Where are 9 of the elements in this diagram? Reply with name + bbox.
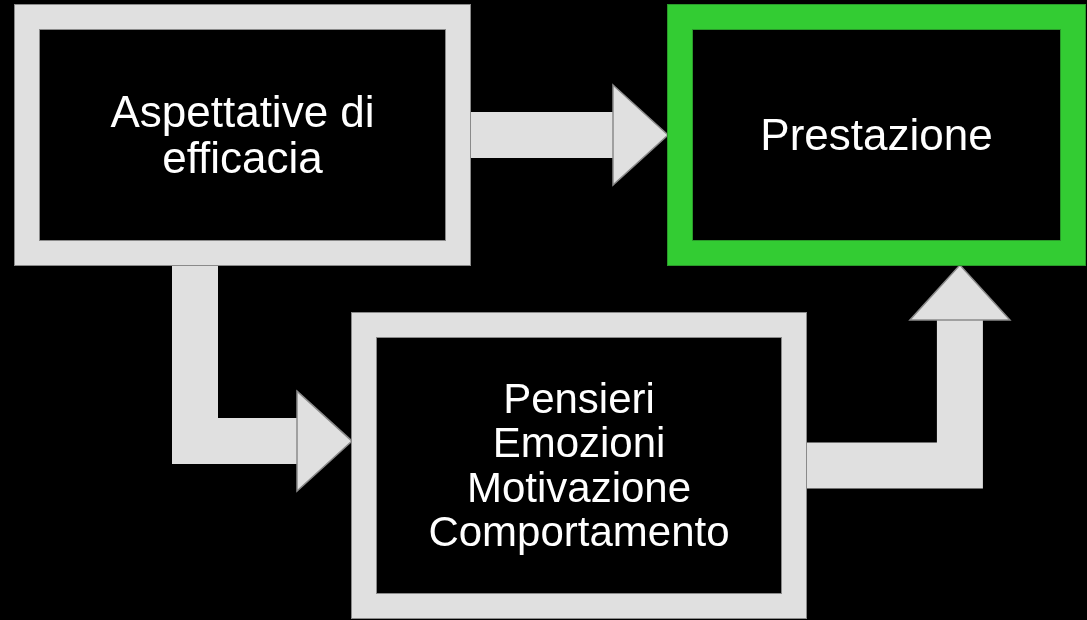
block-arrow <box>470 84 669 186</box>
box-label: Aspettative di efficacia <box>109 88 376 182</box>
block-arrow <box>172 265 353 492</box>
box-label: Pensieri Emozioni Motivazione Comportamento <box>427 377 731 554</box>
process-box <box>352 313 806 618</box>
box-label: Prestazione <box>759 111 994 159</box>
process-box <box>668 5 1085 265</box>
process-box <box>15 5 470 265</box>
block-arrow <box>806 264 1011 489</box>
